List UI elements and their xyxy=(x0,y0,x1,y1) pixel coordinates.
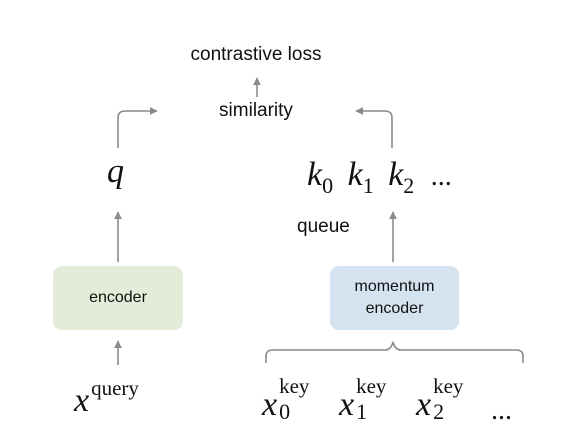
arrow-keys-to-similarity xyxy=(355,107,393,148)
key-input-1: x key 1 xyxy=(339,374,387,424)
queue-label: queue xyxy=(297,216,350,237)
key-inputs-ellipsis: ... xyxy=(491,395,512,426)
query-output-symbol: q xyxy=(107,153,124,190)
contrastive-loss-label: contrastive loss xyxy=(190,44,322,65)
key-input-0: x key 0 xyxy=(262,374,310,424)
momentum-encoder-line2: encoder xyxy=(365,300,424,317)
similarity-label: similarity xyxy=(219,100,293,121)
encoder-box: encoder xyxy=(53,266,183,330)
query-input: xquery xyxy=(74,376,139,419)
arrow-q-to-similarity xyxy=(117,107,158,148)
query-input-superscript: query xyxy=(91,376,139,400)
momentum-encoder-box: momentum encoder xyxy=(330,266,459,330)
key-0: k0 xyxy=(307,156,334,198)
momentum-encoder-line1: momentum xyxy=(354,278,435,296)
key-inputs-brace xyxy=(265,341,524,363)
key-queue: k0 k1 k2 ... xyxy=(307,158,452,197)
key-1: k1 xyxy=(347,156,374,198)
key-2: k2 xyxy=(388,156,415,198)
key-input-2: x key 2 xyxy=(416,374,464,424)
encoder-label: encoder xyxy=(89,289,147,307)
keys-ellipsis: ... xyxy=(430,161,452,192)
